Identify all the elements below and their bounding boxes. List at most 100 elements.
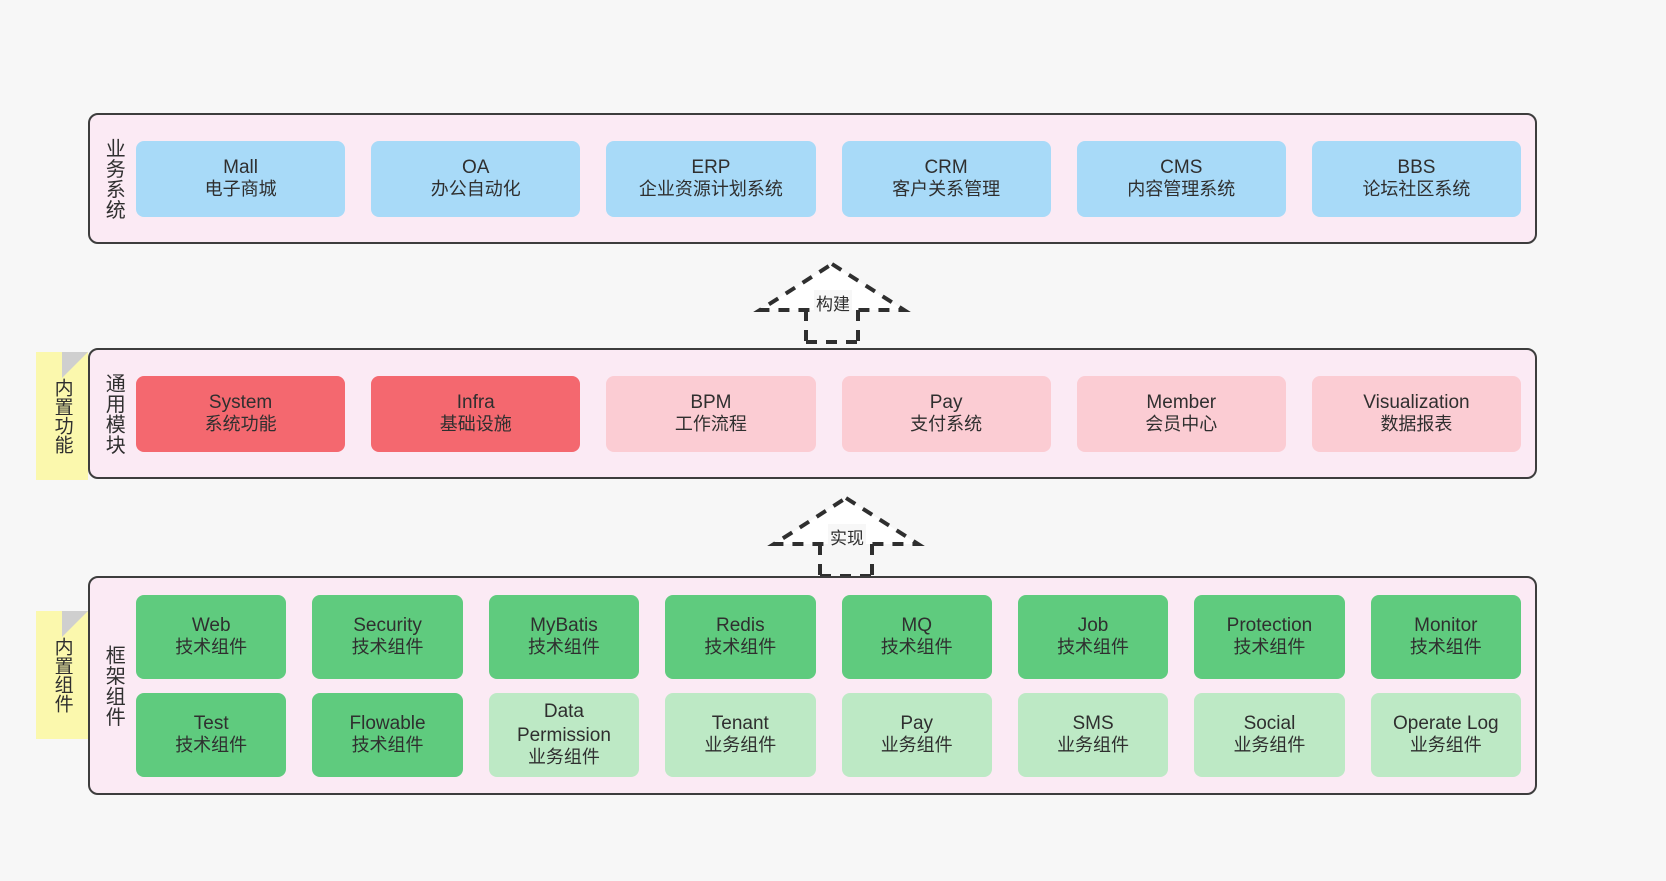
node-title: Infra — [456, 391, 495, 413]
node-subtitle: 技术组件 — [704, 637, 777, 658]
node-subtitle: 技术组件 — [880, 637, 953, 658]
layer-caption-framework: 框架组件 — [102, 644, 125, 727]
node-title: System — [208, 391, 273, 413]
node-monitor[interactable]: Monitor 技术组件 — [1370, 594, 1521, 679]
node-title: Operate Log — [1392, 712, 1499, 734]
node-cms[interactable]: CMS 内容管理系统 — [1076, 140, 1286, 217]
node-pay-component[interactable]: Pay 业务组件 — [841, 692, 992, 777]
node-subtitle: 技术组件 — [1409, 637, 1482, 658]
node-operate-log[interactable]: Operate Log 业务组件 — [1370, 692, 1521, 777]
layer-body-modules: System 系统功能 Infra 基础设施 BPM 工作流程 Pay 支付系统… — [136, 350, 1535, 477]
node-job[interactable]: Job 技术组件 — [1017, 594, 1169, 679]
node-subtitle: 系统功能 — [204, 414, 277, 435]
layer-caption-business: 业务系统 — [102, 137, 125, 220]
node-subtitle: 会员中心 — [1145, 414, 1218, 435]
node-test[interactable]: Test 技术组件 — [136, 692, 287, 777]
node-subtitle: 论坛社区系统 — [1362, 179, 1471, 200]
node-erp[interactable]: ERP 企业资源计划系统 — [606, 140, 816, 217]
sticky-note-label: 内置功能 — [51, 378, 73, 454]
node-title: BPM — [690, 391, 732, 413]
connector-build: 构建 — [752, 258, 912, 344]
node-title: Mall — [223, 156, 258, 178]
node-title: OA — [462, 156, 490, 178]
layer-common-modules: 通用模块 System 系统功能 Infra 基础设施 BPM 工作流程 Pay… — [88, 348, 1537, 479]
node-subtitle: 客户关系管理 — [892, 179, 1001, 200]
node-subtitle: 技术组件 — [1057, 637, 1130, 658]
sticky-fold-corner-icon — [62, 352, 88, 378]
node-title: Social — [1243, 712, 1296, 734]
node-title: Pay — [900, 712, 934, 734]
node-oa[interactable]: OA 办公自动化 — [371, 140, 581, 217]
node-subtitle: 支付系统 — [910, 414, 983, 435]
node-title: Tenant — [711, 712, 769, 734]
node-bpm[interactable]: BPM 工作流程 — [606, 375, 816, 452]
node-title: Data Permission — [516, 701, 611, 746]
node-title: Flowable — [349, 712, 426, 734]
node-security[interactable]: Security 技术组件 — [312, 594, 463, 679]
layer-caption-modules: 通用模块 — [102, 372, 125, 455]
node-title: SMS — [1072, 712, 1114, 734]
node-mybatis[interactable]: MyBatis 技术组件 — [488, 594, 640, 679]
node-data-permission[interactable]: Data Permission 业务组件 — [488, 692, 640, 777]
node-row: Web 技术组件 Security 技术组件 MyBatis 技术组件 Redi… — [136, 594, 1521, 679]
node-subtitle: 业务组件 — [1233, 735, 1306, 756]
layer-framework-components: 框架组件 Web 技术组件 Security 技术组件 MyBatis 技术组件… — [88, 576, 1537, 795]
layer-business-systems: 业务系统 Mall 电子商城 OA 办公自动化 ERP 企业资源计划系统 CRM… — [88, 113, 1537, 244]
node-flowable[interactable]: Flowable 技术组件 — [312, 692, 463, 777]
node-subtitle: 业务组件 — [880, 735, 953, 756]
node-member[interactable]: Member 会员中心 — [1076, 375, 1286, 452]
node-crm[interactable]: CRM 客户关系管理 — [841, 140, 1051, 217]
connector-implement-label: 实现 — [828, 524, 866, 549]
node-title: Member — [1146, 391, 1217, 413]
node-subtitle: 技术组件 — [1233, 637, 1306, 658]
node-subtitle: 基础设施 — [439, 414, 512, 435]
node-title: Monitor — [1414, 614, 1478, 636]
node-subtitle: 数据报表 — [1380, 414, 1453, 435]
node-title: Web — [191, 614, 231, 636]
node-title: CRM — [924, 156, 968, 178]
node-subtitle: 技术组件 — [175, 637, 248, 658]
node-protection[interactable]: Protection 技术组件 — [1194, 594, 1345, 679]
sticky-note-builtin-components: 内置组件 — [36, 611, 88, 739]
node-subtitle: 业务组件 — [1409, 735, 1482, 756]
sticky-note-label: 内置组件 — [51, 637, 73, 713]
node-redis[interactable]: Redis 技术组件 — [665, 594, 816, 679]
node-subtitle: 技术组件 — [351, 637, 424, 658]
node-title: Redis — [716, 614, 765, 636]
node-mq[interactable]: MQ 技术组件 — [841, 594, 992, 679]
node-subtitle: 技术组件 — [175, 735, 248, 756]
layer-body-business: Mall 电子商城 OA 办公自动化 ERP 企业资源计划系统 CRM 客户关系… — [136, 115, 1535, 242]
node-title: CMS — [1160, 156, 1203, 178]
node-tenant[interactable]: Tenant 业务组件 — [665, 692, 816, 777]
node-title: BBS — [1397, 156, 1436, 178]
node-infra[interactable]: Infra 基础设施 — [371, 375, 581, 452]
node-subtitle: 技术组件 — [527, 637, 600, 658]
node-title: Test — [193, 712, 229, 734]
node-bbs[interactable]: BBS 论坛社区系统 — [1311, 140, 1522, 217]
node-mall[interactable]: Mall 电子商城 — [136, 140, 346, 217]
node-title: Visualization — [1363, 391, 1470, 413]
node-title: MyBatis — [530, 614, 598, 636]
node-web[interactable]: Web 技术组件 — [136, 594, 287, 679]
node-pay[interactable]: Pay 支付系统 — [841, 375, 1051, 452]
node-subtitle: 业务组件 — [527, 746, 600, 767]
node-row: System 系统功能 Infra 基础设施 BPM 工作流程 Pay 支付系统… — [136, 375, 1522, 452]
node-subtitle: 工作流程 — [674, 414, 747, 435]
node-title: Security — [353, 614, 422, 636]
node-title: ERP — [691, 156, 731, 178]
node-subtitle: 内容管理系统 — [1127, 179, 1236, 200]
sticky-fold-corner-icon — [62, 611, 88, 637]
connector-build-label: 构建 — [814, 290, 852, 315]
node-title: Job — [1077, 614, 1109, 636]
layer-body-framework: Web 技术组件 Security 技术组件 MyBatis 技术组件 Redi… — [136, 578, 1535, 793]
node-subtitle: 办公自动化 — [430, 179, 521, 200]
node-system[interactable]: System 系统功能 — [136, 375, 346, 452]
node-social[interactable]: Social 业务组件 — [1194, 692, 1345, 777]
node-row: Mall 电子商城 OA 办公自动化 ERP 企业资源计划系统 CRM 客户关系… — [136, 140, 1522, 217]
sticky-note-builtin-features: 内置功能 — [36, 352, 88, 480]
node-title: Protection — [1226, 614, 1313, 636]
node-subtitle: 技术组件 — [351, 735, 424, 756]
node-visualization[interactable]: Visualization 数据报表 — [1311, 375, 1522, 452]
node-sms[interactable]: SMS 业务组件 — [1017, 692, 1169, 777]
